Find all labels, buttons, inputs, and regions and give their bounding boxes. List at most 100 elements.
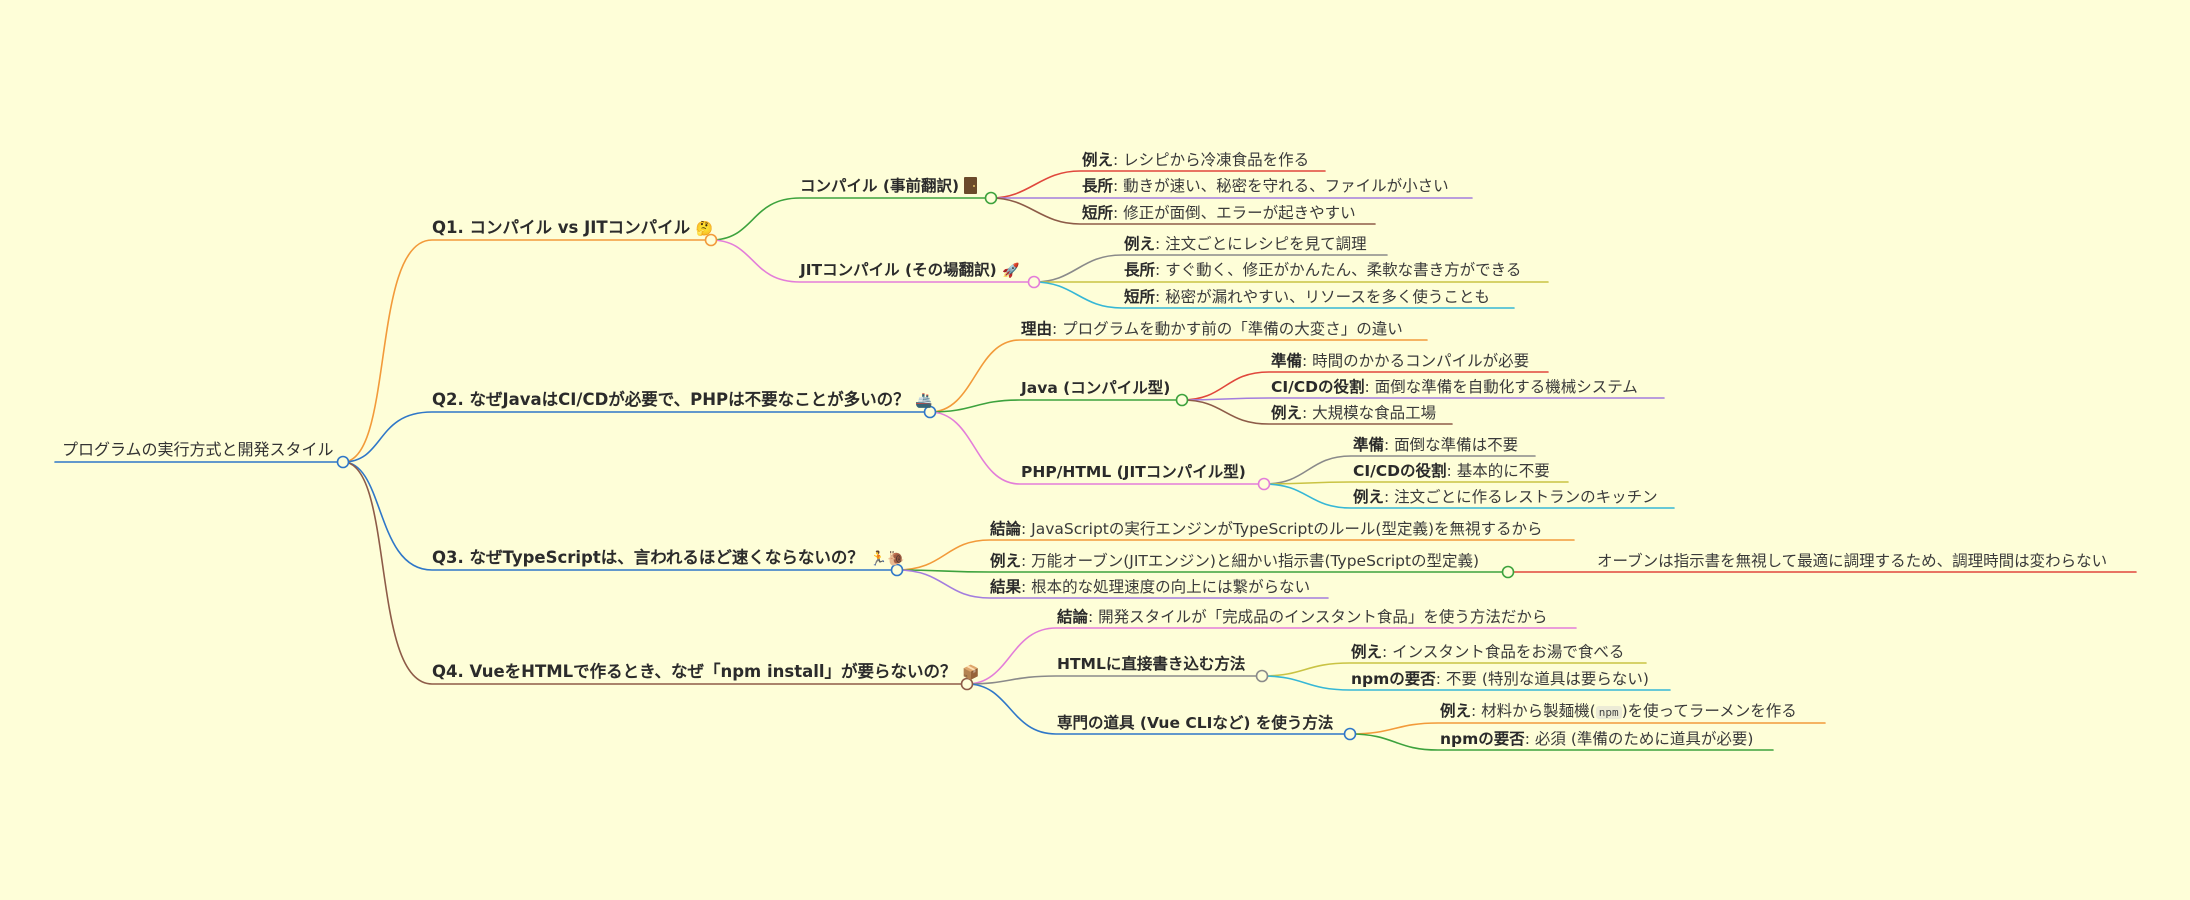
compile-example-key: 例え (1082, 151, 1114, 169)
q3-result-key: 結果 (990, 578, 1022, 596)
tools-label: 専門の道具 (Vue CLIなど) を使う方法 (1057, 714, 1334, 732)
php-label: PHP/HTML (JITコンパイル型) (1021, 463, 1246, 481)
php-prep-text: : 面倒な準備は不要 (1384, 436, 1519, 454)
direct-example[interactable]: 例え: インスタント食品をお湯で食べる (1351, 642, 1624, 662)
link-q2-java (929, 399, 1183, 413)
link-q3-result (896, 569, 1329, 599)
java-example[interactable]: 例え: 大規模な食品工場 (1271, 403, 1436, 423)
java-label: Java (コンパイル型) (1021, 379, 1171, 397)
q3-example-key: 例え (990, 552, 1022, 570)
tools-example-text-2: )を使ってラーメンを作る (1621, 702, 1797, 720)
link-jit-cons (1033, 281, 1515, 309)
q3-example-child[interactable]: オーブンは指示書を無視して最適に調理するため、調理時間は変わらない (1597, 551, 2107, 571)
q2-reason-text: : プログラムを動かす前の「準備の大変さ」の違い (1052, 320, 1403, 338)
q1-node[interactable]: Q1. コンパイル vs JITコンパイル 🤔 (432, 218, 713, 239)
link-compile-example (990, 170, 1326, 199)
q2-reason-key: 理由 (1021, 320, 1053, 338)
link-jit-example (1033, 254, 1388, 283)
link-compile-cons (990, 197, 1376, 225)
php-toggle[interactable] (1257, 477, 1271, 491)
php-cicd[interactable]: CI/CDの役割: 基本的に不要 (1353, 461, 1550, 481)
root-toggle[interactable] (336, 455, 350, 469)
compile-toggle[interactable] (984, 191, 998, 205)
q2-toggle[interactable] (923, 405, 937, 419)
java-prep-text: : 時間のかかるコンパイルが必要 (1302, 352, 1530, 370)
jit-toggle[interactable] (1027, 275, 1041, 289)
jit-pros-key: 長所 (1124, 261, 1156, 279)
q3-example-child-text: オーブンは指示書を無視して最適に調理するため、調理時間は変わらない (1597, 552, 2108, 570)
q2-label: Q2. なぜJavaはCI/CDが必要で、PHPは不要なことが多いの？ (432, 390, 910, 409)
q2-reason[interactable]: 理由: プログラムを動かす前の「準備の大変さ」の違い (1021, 319, 1403, 339)
root-node[interactable]: プログラムの実行方式と開発スタイル (62, 440, 334, 460)
compile-cons-key: 短所 (1082, 204, 1114, 222)
q4-node[interactable]: Q4. VueをHTMLで作るとき、なぜ「npm install」が要らないの？… (432, 662, 980, 683)
q2-node[interactable]: Q2. なぜJavaはCI/CDが必要で、PHPは不要なことが多いの？ 🚢 (432, 390, 933, 411)
jit-pros-text: : すぐ動く、修正がかんたん、柔軟な書き方ができる (1155, 261, 1522, 279)
compile-cons[interactable]: 短所: 修正が面倒、エラーが起きやすい (1082, 203, 1356, 223)
link-root-q3 (342, 461, 898, 571)
compile-pros[interactable]: 長所: 動きが速い、秘密を守れる、ファイルが小さい (1082, 176, 1449, 196)
link-q2-reason (929, 339, 1428, 413)
compile-node[interactable]: コンパイル (事前翻訳) (800, 176, 978, 196)
tools-example-text-1: : 材料から製麺機( (1471, 702, 1596, 720)
jit-cons-key: 短所 (1124, 288, 1156, 306)
direct-label: HTMLに直接書き込む方法 (1057, 655, 1246, 673)
q4-conclusion[interactable]: 結論: 開発スタイルが「完成品のインスタント食品」を使う方法だから (1057, 607, 1547, 627)
java-toggle[interactable] (1175, 393, 1189, 407)
direct-npm-text: : 不要 (特別な道具は要らない) (1435, 670, 1649, 688)
jit-example-text: : 注文ごとにレシピを見て調理 (1155, 235, 1367, 253)
jit-pros[interactable]: 長所: すぐ動く、修正がかんたん、柔軟な書き方ができる (1124, 260, 1521, 280)
link-root-q2 (342, 411, 931, 463)
java-node[interactable]: Java (コンパイル型) (1021, 378, 1170, 398)
tools-toggle[interactable] (1343, 727, 1357, 741)
java-example-key: 例え (1271, 404, 1303, 422)
jit-cons[interactable]: 短所: 秘密が漏れやすい、リソースを多く使うことも (1124, 287, 1490, 307)
tools-node[interactable]: 専門の道具 (Vue CLIなど) を使う方法 (1057, 713, 1333, 733)
link-java-cicd (1181, 397, 1665, 401)
q4-conclusion-key: 結論 (1057, 608, 1089, 626)
thinking-face-icon: 🤔 (695, 221, 714, 237)
q3-result[interactable]: 結果: 根本的な処理速度の向上には繋がらない (990, 577, 1310, 597)
jit-cons-text: : 秘密が漏れやすい、リソースを多く使うことも (1155, 288, 1490, 306)
php-prep[interactable]: 準備: 面倒な準備は不要 (1353, 435, 1518, 455)
direct-toggle[interactable] (1255, 669, 1269, 683)
jit-node[interactable]: JITコンパイル (その場翻訳) 🚀 (800, 260, 1020, 281)
php-example[interactable]: 例え: 注文ごとに作るレストランのキッチン (1353, 487, 1658, 507)
compile-example[interactable]: 例え: レシピから冷凍食品を作る (1082, 150, 1309, 170)
q3-conclusion[interactable]: 結論: JavaScriptの実行エンジンがTypeScriptのルール(型定義… (990, 519, 1543, 539)
link-root-q1 (342, 239, 712, 463)
q3-conclusion-key: 結論 (990, 520, 1022, 538)
q4-conclusion-text: : 開発スタイルが「完成品のインスタント食品」を使う方法だから (1088, 608, 1548, 626)
direct-example-key: 例え (1351, 643, 1383, 661)
tools-example[interactable]: 例え: 材料から製麺機(npm)を使ってラーメンを作る (1440, 701, 1797, 723)
java-prep-key: 準備 (1271, 352, 1303, 370)
ship-icon: 🚢 (915, 393, 933, 409)
link-tools-npm (1349, 733, 1774, 751)
java-cicd[interactable]: CI/CDの役割: 面倒な準備を自動化する機械システム (1271, 377, 1638, 397)
tools-npm[interactable]: npmの要否: 必須 (準備のために道具が必要) (1440, 729, 1753, 749)
runner-snail-icon: 🏃🐌 (869, 551, 905, 567)
link-root-q4 (342, 461, 968, 685)
php-node[interactable]: PHP/HTML (JITコンパイル型) (1021, 462, 1246, 482)
java-example-text: : 大規模な食品工場 (1302, 404, 1437, 422)
link-q3-example (896, 569, 1509, 573)
link-q3-conclusion (896, 539, 1575, 571)
direct-npm[interactable]: npmの要否: 不要 (特別な道具は要らない) (1351, 669, 1649, 689)
q3-example-toggle[interactable] (1501, 565, 1515, 579)
java-prep[interactable]: 準備: 時間のかかるコンパイルが必要 (1271, 351, 1529, 371)
q1-toggle[interactable] (704, 233, 718, 247)
link-direct-example (1261, 662, 1647, 677)
php-example-text: : 注文ごとに作るレストランのキッチン (1384, 488, 1658, 506)
q4-label: Q4. VueをHTMLで作るとき、なぜ「npm install」が要らないの？ (432, 662, 957, 681)
q3-node[interactable]: Q3. なぜTypeScriptは、言われるほど速くならないの？ 🏃🐌 (432, 548, 905, 569)
direct-npm-key: npmの要否 (1351, 670, 1436, 688)
link-q4-tools (966, 683, 1351, 735)
package-icon: 📦 (962, 665, 980, 681)
q3-example[interactable]: 例え: 万能オーブン(JITエンジン)と細かい指示書(TypeScriptの型定… (990, 551, 1479, 571)
jit-example[interactable]: 例え: 注文ごとにレシピを見て調理 (1124, 234, 1367, 254)
q3-toggle[interactable] (890, 563, 904, 577)
direct-node[interactable]: HTMLに直接書き込む方法 (1057, 654, 1245, 674)
q3-example-text: : 万能オーブン(JITエンジン)と細かい指示書(TypeScriptの型定義) (1021, 552, 1480, 570)
q4-toggle[interactable] (960, 677, 974, 691)
